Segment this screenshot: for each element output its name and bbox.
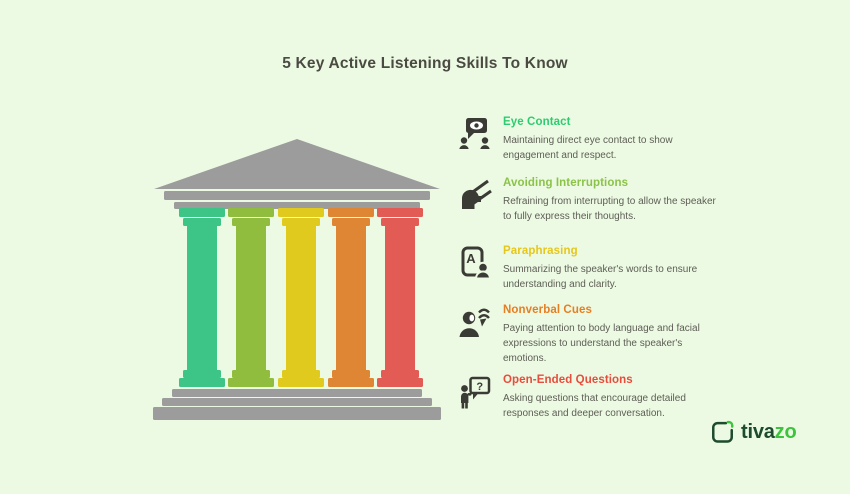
nonverbal-cues-icon: [458, 305, 494, 339]
skill-title: Eye Contact: [503, 116, 571, 128]
skill-title: Paraphrasing: [503, 245, 578, 257]
skill-description: Refraining from interrupting to allow th…: [503, 196, 716, 222]
base-step-1: [172, 389, 422, 397]
svg-text:?: ?: [476, 381, 483, 393]
skill-text: Nonverbal Cues Paying attention to body …: [503, 304, 718, 366]
skill-description: Summarizing the speaker's words to ensur…: [503, 264, 698, 290]
skill-title: Open-Ended Questions: [503, 374, 633, 386]
logo-text-primary: tiva: [741, 421, 775, 443]
logo-text: tivazo: [741, 421, 797, 444]
architrave-lower: [174, 202, 420, 209]
skill-description: Maintaining direct eye contact to show e…: [503, 135, 673, 161]
temple-illustration: [153, 139, 441, 420]
paraphrasing-icon: A: [458, 246, 494, 280]
skill-text: Paraphrasing Summarizing the speaker's w…: [503, 245, 718, 292]
pillar-5: [377, 208, 423, 387]
logo-text-accent: zo: [774, 421, 797, 443]
skill-item-nonverbal-cues: Nonverbal Cues Paying attention to body …: [458, 304, 718, 366]
skill-item-eye-contact: Eye Contact Maintaining direct eye conta…: [458, 116, 718, 163]
avoiding-interruptions-icon: [458, 178, 494, 212]
eye-contact-icon: [458, 117, 494, 151]
leaf-accent-mark: [726, 420, 734, 428]
base-step-3: [153, 407, 441, 420]
architrave-upper: [164, 191, 430, 200]
pillar-1: [179, 208, 225, 387]
page-title: 5 Key Active Listening Skills To Know: [282, 55, 568, 73]
skill-description: Paying attention to body language and fa…: [503, 323, 700, 364]
pediment-roof: [154, 139, 440, 189]
skill-description: Asking questions that encourage detailed…: [503, 393, 686, 419]
skill-text: Avoiding Interruptions Refraining from i…: [503, 177, 718, 224]
skill-text: Open-Ended Questions Asking questions th…: [503, 374, 718, 421]
base-step-2: [162, 398, 432, 406]
pillar-4: [328, 208, 374, 387]
svg-text:A: A: [466, 251, 476, 266]
skill-item-paraphrasing: A Paraphrasing Summarizing the speaker's…: [458, 245, 718, 292]
pillar-3: [278, 208, 324, 387]
skill-text: Eye Contact Maintaining direct eye conta…: [503, 116, 718, 163]
tivazo-logo: tivazo: [710, 420, 797, 445]
temple-structure: [153, 139, 441, 420]
tivazo-clipboard-icon: [712, 420, 734, 443]
pillar-2: [228, 208, 274, 387]
skill-item-open-ended-questions: ? Open-Ended Questions Asking questions …: [458, 374, 718, 421]
skill-title: Nonverbal Cues: [503, 304, 592, 316]
skill-title: Avoiding Interruptions: [503, 177, 629, 189]
skill-item-avoiding-interruptions: Avoiding Interruptions Refraining from i…: [458, 177, 718, 224]
open-ended-questions-icon: ?: [458, 375, 494, 409]
